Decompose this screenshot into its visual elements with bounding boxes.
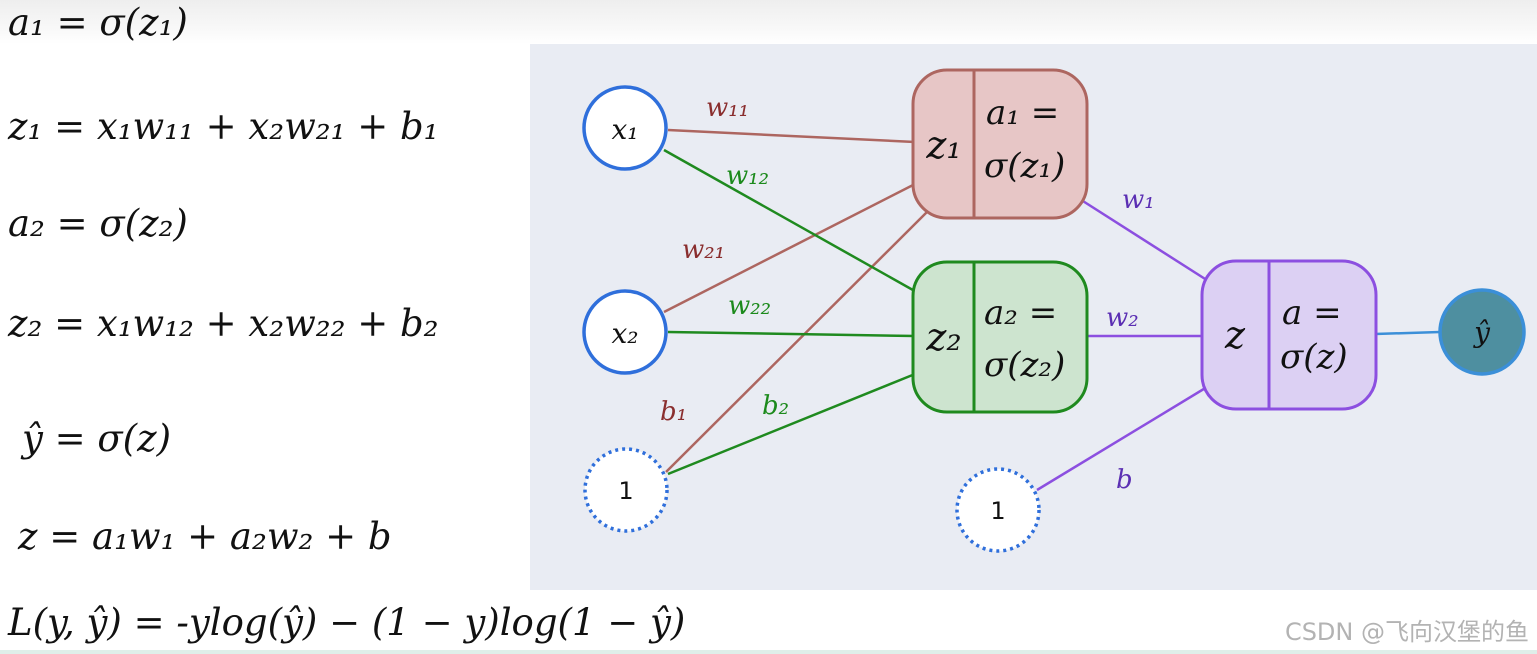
prediction-label: ŷ (1472, 316, 1491, 349)
weight-label-b1: b₁ (660, 397, 687, 427)
hidden-2-a-line1: a₂ = (984, 293, 1057, 333)
edge-x2-h1 (663, 182, 916, 314)
formula-panel: a₁ = σ(z₁) z₁ = x₁w₁₁ + x₂w₂₁ + b₁ a₂ = … (0, 0, 685, 654)
output-bias-label: 1 (990, 497, 1005, 525)
edge-bias-out (1036, 382, 1213, 492)
network-svg: x₁ x₂ 1 1 z₁ a₁ = σ(z₁) z₂ a₂ = σ(z₂) z … (582, 68, 1526, 553)
edge-out-yhat (1374, 330, 1441, 336)
edges (663, 128, 1441, 492)
input-label-x2: x₂ (611, 317, 638, 350)
weight-label-w22: w₂₂ (728, 291, 771, 321)
weight-label-w12: w₁₂ (726, 161, 769, 191)
edge-x1-h2 (663, 148, 921, 296)
hidden-1-z-label: z₁ (925, 123, 961, 167)
hidden-node-2 (911, 260, 1089, 414)
formula-a1: a₁ = σ(z₁) (8, 1, 188, 44)
edge-bias-h1 (665, 203, 936, 473)
input-node-bias (583, 447, 669, 533)
edge-h1-out (1074, 194, 1214, 286)
formula-loss: L(y, ŷ) = -ylog(ŷ) − (1 − y)log(1 − ŷ) (8, 601, 686, 644)
hidden-2-a-line2: σ(z₂) (984, 345, 1065, 385)
network-diagram: x₁ x₂ 1 1 z₁ a₁ = σ(z₁) z₂ a₂ = σ(z₂) z … (530, 44, 1537, 590)
output-z-label: z (1224, 313, 1246, 357)
bottom-band (0, 650, 1537, 654)
output-a-line1: a = (1282, 293, 1342, 333)
output-a-line2: σ(z) (1280, 337, 1348, 377)
output-node (1200, 259, 1378, 411)
top-band (0, 0, 1537, 44)
prediction-node (1438, 288, 1526, 376)
formula-a2: a₂ = σ(z₂) (8, 202, 188, 245)
hidden-2-z-label: z₂ (925, 315, 961, 359)
input-node-x1 (582, 85, 668, 171)
weight-label-b: b (1116, 465, 1133, 495)
weight-label-w1: w₁ (1122, 185, 1155, 215)
hidden-1-a-line2: σ(z₁) (984, 146, 1065, 186)
weight-label-b2: b₂ (762, 391, 789, 421)
input-label-bias: 1 (618, 477, 633, 505)
input-node-x2 (582, 289, 668, 375)
formula-z1: z₁ = x₁w₁₁ + x₂w₂₁ + b₁ (8, 105, 439, 148)
weight-label-w11: w₁₁ (706, 93, 749, 123)
formula-z: z = a₁w₁ + a₂w₂ + b (18, 515, 392, 558)
watermark: CSDN @飞向汉堡的鱼 (1284, 618, 1529, 646)
formula-z2: z₂ = x₁w₁₂ + x₂w₂₂ + b₂ (8, 302, 439, 345)
weight-label-w2: w₂ (1106, 303, 1139, 333)
output-bias-node (955, 467, 1041, 553)
hidden-node-1 (911, 68, 1089, 220)
weight-label-w21: w₂₁ (682, 235, 725, 265)
edge-x1-h1 (667, 128, 916, 144)
formula-y-hat: ŷ = σ(z) (22, 417, 172, 460)
edge-bias-h2 (667, 372, 916, 476)
input-label-x1: x₁ (611, 113, 638, 146)
edge-x2-h2 (667, 330, 916, 338)
hidden-1-a-line1: a₁ = (986, 93, 1059, 133)
